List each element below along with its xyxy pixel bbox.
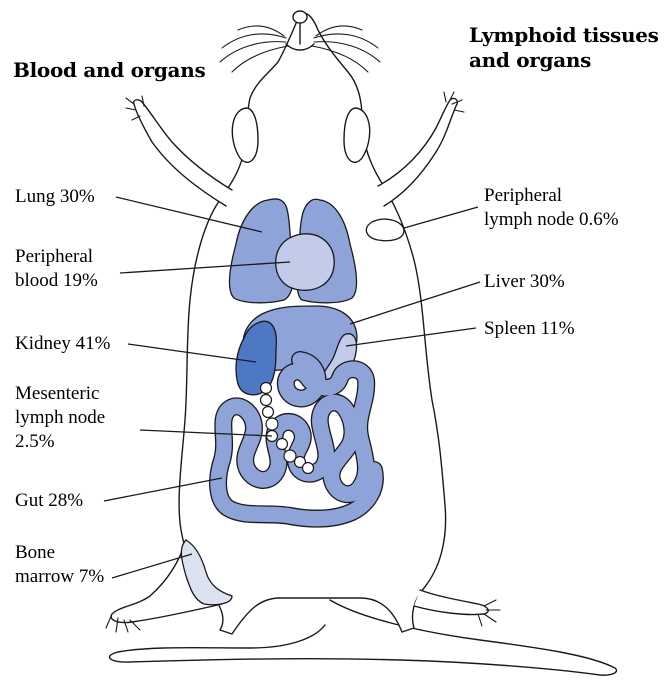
left-ear [232, 108, 258, 162]
header-blood-and-organs: Blood and organs [13, 58, 205, 83]
label-peripheral-lymph-line2: lymph node 0.6% [484, 208, 619, 232]
label-bone-marrow-line1: Bone [15, 541, 104, 565]
header-lymphoid-line1: Lymphoid tissues [469, 23, 659, 48]
label-peripheral-blood: Peripheral blood 19% [15, 245, 98, 293]
label-peripheral-blood-line1: Peripheral [15, 245, 98, 269]
label-liver: Liver 30% [484, 270, 565, 294]
label-mesenteric-line2: lymph node [15, 406, 105, 430]
label-spleen: Spleen 11% [484, 317, 575, 341]
right-front-leg [378, 98, 457, 206]
label-peripheral-blood-line2: blood 19% [15, 269, 98, 293]
left-front-leg [134, 100, 232, 206]
label-bone-marrow-line2: marrow 7% [15, 565, 104, 589]
right-hind-leg [414, 590, 488, 615]
nose [293, 11, 307, 23]
peripheral-lymph-node [366, 219, 404, 241]
header-lymphoid-line2: and organs [469, 48, 659, 73]
header-lymphoid-tissues: Lymphoid tissues and organs [469, 23, 659, 73]
label-mesenteric-line1: Mesenteric [15, 382, 105, 406]
label-mesenteric-line3: 2.5% [15, 430, 105, 454]
label-lung: Lung 30% [15, 185, 95, 209]
label-peripheral-lymph-line1: Peripheral [484, 184, 619, 208]
label-kidney: Kidney 41% [15, 332, 111, 356]
label-peripheral-lymph-node: Peripheral lymph node 0.6% [484, 184, 619, 232]
label-bone-marrow: Bone marrow 7% [15, 541, 104, 589]
label-mesenteric-lymph-node: Mesenteric lymph node 2.5% [15, 382, 105, 454]
label-gut: Gut 28% [15, 489, 83, 513]
